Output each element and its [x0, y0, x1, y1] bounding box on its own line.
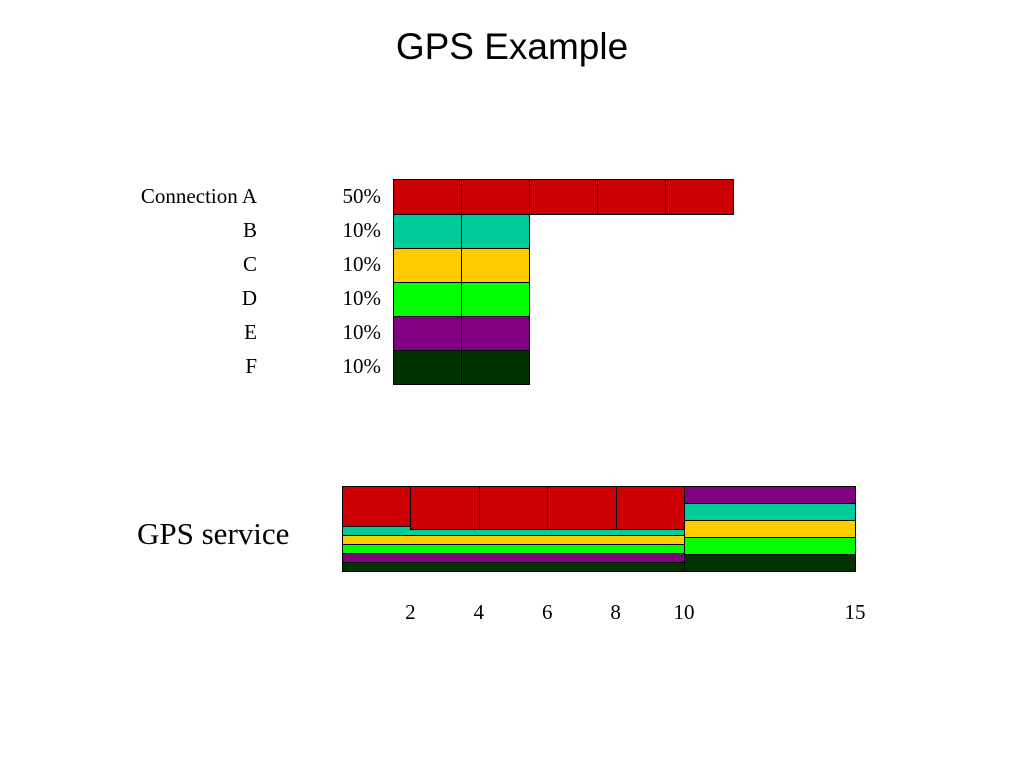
demand-block-c-1 — [393, 248, 462, 283]
gps-block-a-4 — [547, 486, 617, 530]
demand-block-a-2 — [461, 179, 530, 215]
connection-share-e: 10% — [342, 320, 382, 344]
demand-block-c-2 — [461, 248, 530, 283]
demand-block-a-5 — [665, 179, 734, 215]
demand-block-d-2 — [461, 282, 530, 317]
connection-label-b: B — [242, 218, 257, 242]
axis-tick-8: 8 — [610, 600, 621, 624]
gps-band-c — [684, 520, 856, 538]
gps-block-a-5 — [615, 486, 685, 530]
gps-stripe-f — [342, 562, 685, 572]
connection-label-c: C — [242, 252, 257, 276]
connection-label-a: Connection A — [140, 183, 257, 208]
demand-block-e-1 — [393, 316, 462, 351]
gps-block-a-3 — [478, 486, 549, 530]
demand-block-a-4 — [597, 179, 666, 215]
gps-band-d — [684, 537, 856, 555]
gps-band-e — [684, 486, 856, 504]
connection-share-c: 10% — [342, 252, 382, 276]
page-title: GPS Example — [395, 26, 629, 67]
axis-tick-4: 4 — [473, 600, 485, 624]
demand-block-f-2 — [461, 350, 530, 385]
demand-block-e-2 — [461, 316, 530, 351]
gps-service-label: GPS service — [137, 516, 290, 551]
gps-band-b — [684, 503, 856, 521]
axis-tick-10: 10 — [673, 600, 695, 624]
gps-band-f — [684, 554, 856, 572]
connection-share-a: 50% — [342, 183, 382, 208]
axis-tick-2: 2 — [405, 600, 416, 624]
gps-block-a-1 — [342, 486, 412, 527]
demand-block-a-3 — [529, 179, 598, 215]
gps-block-a-2 — [410, 486, 480, 530]
demand-block-b-2 — [461, 214, 530, 249]
demand-block-a-1 — [393, 179, 462, 215]
axis-tick-15: 15 — [844, 600, 866, 624]
connection-label-d: D — [241, 286, 257, 310]
connection-share-b: 10% — [342, 218, 382, 242]
connection-label-e: E — [244, 320, 257, 344]
demand-block-b-1 — [393, 214, 462, 249]
demand-block-f-1 — [393, 350, 462, 385]
connection-share-d: 10% — [342, 286, 382, 310]
connection-share-f: 10% — [342, 354, 382, 378]
axis-tick-6: 6 — [541, 600, 553, 624]
connection-label-f: F — [245, 354, 257, 378]
demand-block-d-1 — [393, 282, 462, 317]
